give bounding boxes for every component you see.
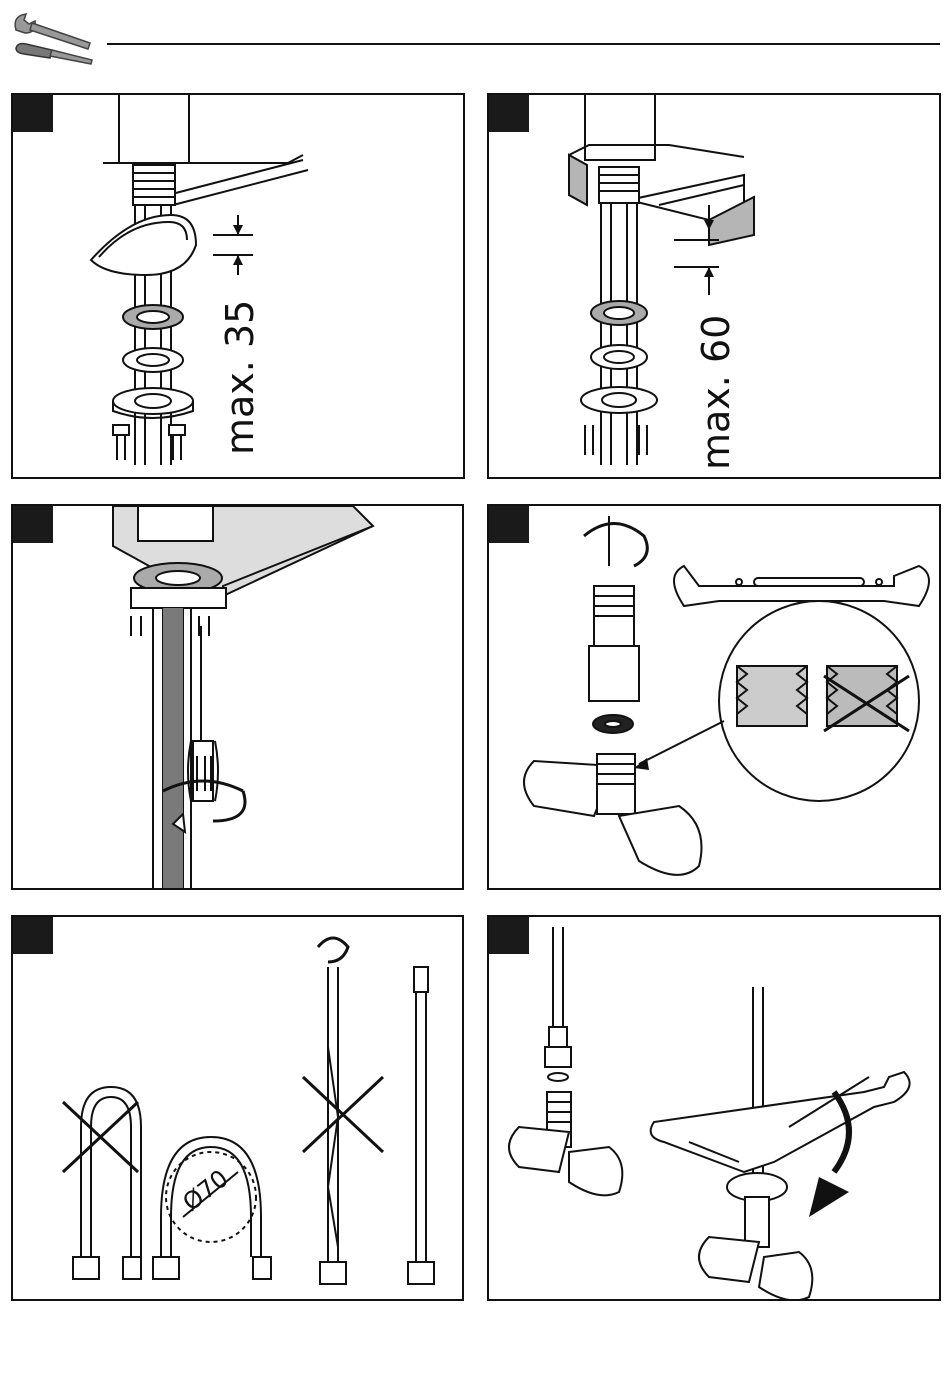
diameter-label: Ø70 — [177, 1164, 233, 1217]
step-2-illustration: max. 60 — [489, 95, 941, 479]
cross-mark-icon — [63, 1102, 138, 1172]
step-3-panel — [11, 504, 464, 890]
step-5-illustration: Ø70 — [13, 917, 464, 1301]
page-header — [0, 0, 950, 80]
step-6-panel — [487, 915, 941, 1301]
rotate-arrow-icon — [809, 1177, 849, 1217]
step-6-illustration — [489, 917, 941, 1301]
step-4-panel — [487, 504, 941, 890]
step-5-panel: Ø70 — [11, 915, 464, 1301]
tools-icon — [10, 8, 95, 68]
step-2-panel: max. 60 — [487, 93, 941, 479]
step-4-illustration — [489, 506, 941, 890]
dimension-label: max. 60 — [694, 315, 738, 470]
step-1-panel: max. 35 — [11, 93, 465, 479]
cross-mark-icon — [303, 1077, 383, 1152]
dimension-label: max. 35 — [218, 300, 262, 455]
step-3-illustration — [13, 506, 464, 890]
step-1-illustration: max. 35 — [13, 95, 465, 479]
header-rule — [107, 43, 940, 45]
